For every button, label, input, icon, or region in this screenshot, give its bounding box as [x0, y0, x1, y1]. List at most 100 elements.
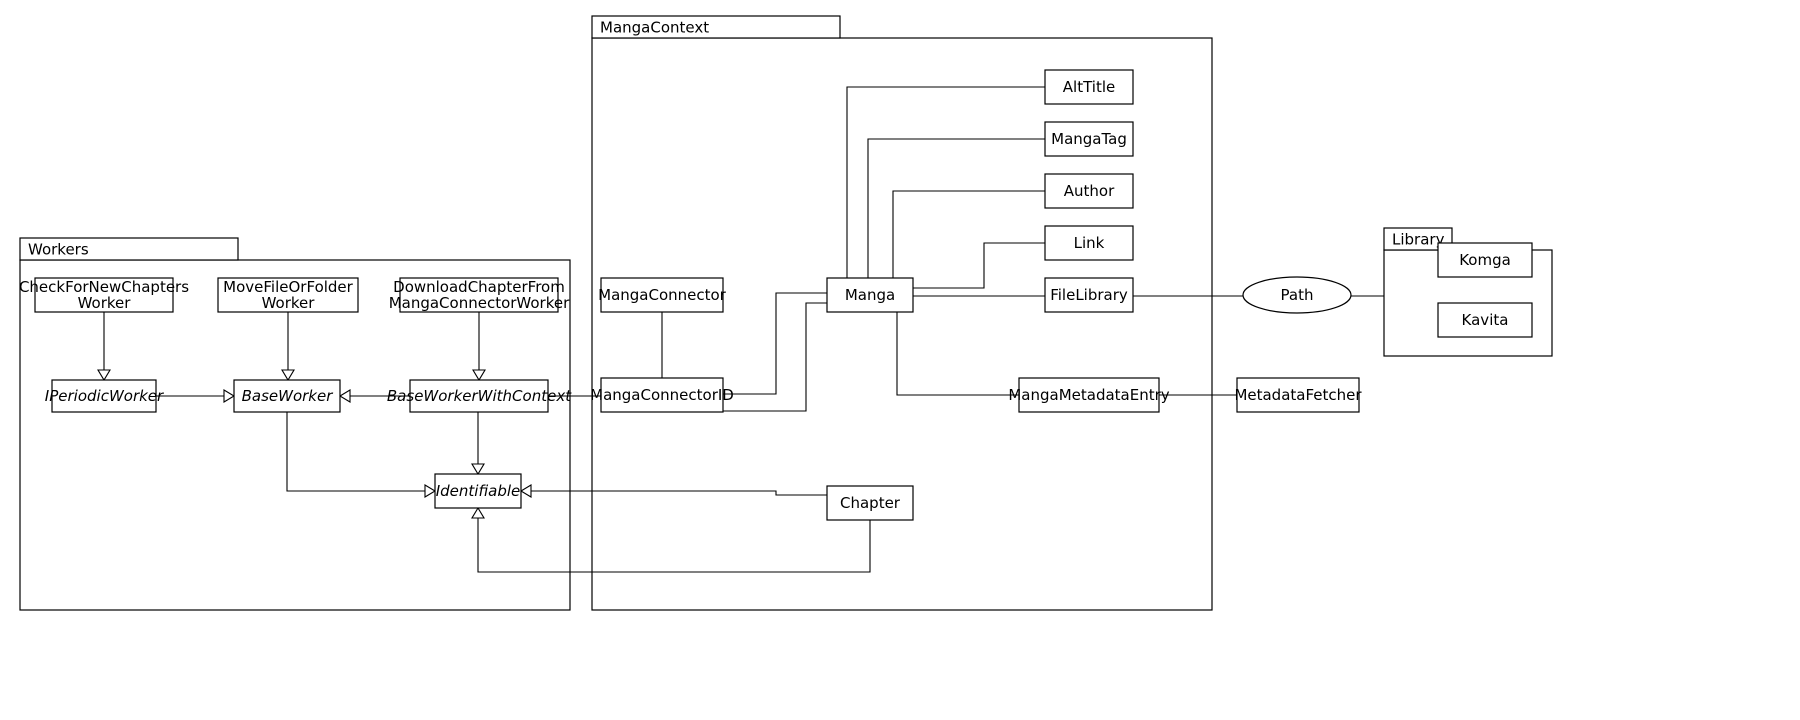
node-label: Manga — [845, 286, 895, 304]
node-shape[interactable] — [1044, 225, 1134, 261]
node-shape[interactable] — [399, 277, 559, 313]
edge-line — [531, 490, 827, 496]
node-shape[interactable] — [1437, 242, 1533, 278]
node-label: Author — [1064, 182, 1115, 200]
package-body — [19, 259, 571, 611]
package-tab — [1383, 227, 1453, 251]
node-filelibrary[interactable]: FileLibrary — [1044, 277, 1134, 313]
node-shape[interactable] — [600, 377, 724, 413]
edge-manga-to-author — [892, 190, 1045, 278]
node-shape[interactable] — [434, 473, 522, 509]
arrowhead-triangle-down — [471, 463, 485, 476]
node-shape[interactable] — [1044, 173, 1134, 209]
node-label: MangaTag — [1051, 130, 1127, 148]
node-shape[interactable] — [1236, 377, 1360, 413]
node-label: Chapter — [840, 494, 901, 512]
node-baseworkerwithctx[interactable]: BaseWorkerWithContext — [387, 379, 572, 413]
node-label: BaseWorker — [242, 387, 334, 405]
edge-line — [286, 412, 425, 492]
edge-basewithctx-to-baseworker — [338, 389, 410, 403]
package-mangacontext: MangaContext — [591, 15, 1213, 611]
package-tab — [591, 15, 841, 39]
node-shape[interactable] — [1044, 277, 1134, 313]
arrowhead-triangle-right — [424, 484, 437, 498]
arrowhead-triangle-down — [281, 369, 295, 382]
edge-line — [723, 302, 827, 412]
node-shape[interactable] — [1018, 377, 1160, 413]
edge-basewithctx-to-identifiable — [471, 412, 485, 476]
node-shape[interactable] — [600, 277, 724, 313]
node-shape[interactable] — [34, 277, 174, 313]
node-metadatafetcher[interactable]: MetadataFetcher — [1234, 377, 1362, 413]
edge-id-to-manga — [723, 292, 827, 395]
node-shape[interactable] — [51, 379, 157, 413]
node-label: Link — [1074, 234, 1105, 252]
node-shape[interactable] — [409, 379, 549, 413]
node-author[interactable]: Author — [1044, 173, 1134, 209]
edge-check-to-iperiodic — [97, 312, 111, 382]
node-label: FileLibrary — [1050, 286, 1128, 304]
package-body — [591, 37, 1213, 611]
edge-line — [477, 518, 871, 573]
node-iperiodicworker[interactable]: IPeriodicWorker — [45, 379, 164, 413]
edge-baseworker-to-identifiable — [286, 412, 437, 498]
node-shape[interactable] — [1242, 276, 1352, 314]
edge-manga-to-alttitle — [846, 86, 1045, 278]
node-identifiable[interactable]: Identifiable — [434, 473, 522, 509]
arrowhead-triangle-down — [97, 369, 111, 382]
node-shape[interactable] — [1044, 121, 1134, 157]
node-shape[interactable] — [1437, 302, 1533, 338]
edge-chapter-bottom-to-identifiable — [471, 506, 871, 573]
edge-manga-to-link — [913, 242, 1045, 289]
edge-id-to-chapter — [723, 302, 827, 412]
node-kavita[interactable]: Kavita — [1437, 302, 1533, 338]
node-shape[interactable] — [826, 485, 914, 521]
edge-line — [896, 312, 1019, 396]
node-shape[interactable] — [217, 277, 359, 313]
node-chapter[interactable]: Chapter — [826, 485, 914, 521]
node-baseworker[interactable]: BaseWorker — [233, 379, 341, 413]
node-alttitle[interactable]: AltTitle — [1044, 69, 1134, 105]
node-shape[interactable] — [233, 379, 341, 413]
package-tab — [19, 237, 239, 261]
edge-line — [846, 86, 1045, 278]
package-label: Workers — [28, 241, 89, 259]
node-label: Komga — [1459, 251, 1511, 269]
node-link[interactable]: Link — [1044, 225, 1134, 261]
node-mangaconnectorid[interactable]: MangaConnectorID — [590, 377, 734, 413]
arrowhead-triangle-left — [338, 389, 351, 403]
edge-line — [892, 190, 1045, 278]
node-mangametadataentry[interactable]: MangaMetadataEntry — [1008, 377, 1170, 413]
edge-layer — [97, 86, 1384, 573]
node-label: BaseWorkerWithContext — [387, 387, 572, 405]
package-workers: Workers — [19, 237, 571, 611]
node-label: MangaConnectorID — [590, 386, 734, 404]
node-komga[interactable]: Komga — [1437, 242, 1533, 278]
node-path[interactable]: Path — [1242, 276, 1352, 314]
edge-iperiodic-to-baseworker — [156, 389, 236, 403]
edge-line — [723, 292, 827, 395]
edge-manga-to-metadataentry — [896, 312, 1019, 396]
edge-move-to-baseworker — [281, 312, 295, 382]
node-mangaconnector[interactable]: MangaConnector — [598, 277, 727, 313]
arrowhead-triangle-up — [471, 506, 485, 519]
node-shape[interactable] — [826, 277, 914, 313]
node-label: Path — [1281, 286, 1314, 304]
node-manga[interactable]: Manga — [826, 277, 914, 313]
node-label: AltTitle — [1063, 78, 1115, 96]
node-label: Identifiable — [436, 482, 521, 500]
node-mangatag[interactable]: MangaTag — [1044, 121, 1134, 157]
node-shape[interactable] — [1044, 69, 1134, 105]
arrowhead-triangle-left — [519, 484, 532, 498]
node-label: MangaMetadataEntry — [1008, 386, 1169, 404]
arrowhead-triangle-right — [223, 389, 236, 403]
